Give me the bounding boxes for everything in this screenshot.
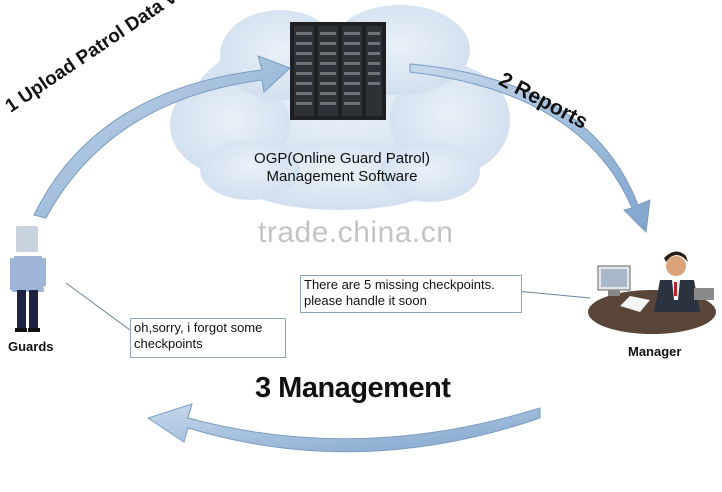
manager-desk-image xyxy=(588,251,716,334)
cloud-title: OGP(Online Guard Patrol) Management Soft… xyxy=(222,150,462,186)
step3-label: 3 Management xyxy=(255,372,451,404)
manager-callout-line xyxy=(515,290,591,299)
guard-reply-line1: oh,sorry, i forgot some xyxy=(134,320,263,335)
manager-label: Manager xyxy=(628,344,682,359)
guard-figure xyxy=(10,226,46,332)
manager-message-line2: please handle it soon xyxy=(304,293,427,308)
guard-reply-line2: checkpoints xyxy=(134,336,203,351)
cloud-title-line1: OGP(Online Guard Patrol) xyxy=(254,150,430,167)
server-rack-image xyxy=(290,22,386,120)
guard-reply-callout: oh,sorry, i forgot some checkpoints xyxy=(130,318,286,358)
watermark-text: trade.china.cn xyxy=(258,216,454,249)
management-arrow xyxy=(146,403,541,453)
guard-callout-line xyxy=(65,282,131,331)
upload-arrow xyxy=(33,55,291,219)
manager-message-line1: There are 5 missing checkpoints. xyxy=(304,277,495,292)
cloud-title-line2: Management Software xyxy=(266,168,418,185)
reports-arrow xyxy=(409,63,651,234)
manager-message-callout: There are 5 missing checkpoints. please … xyxy=(300,275,522,313)
guards-label: Guards xyxy=(8,339,54,354)
